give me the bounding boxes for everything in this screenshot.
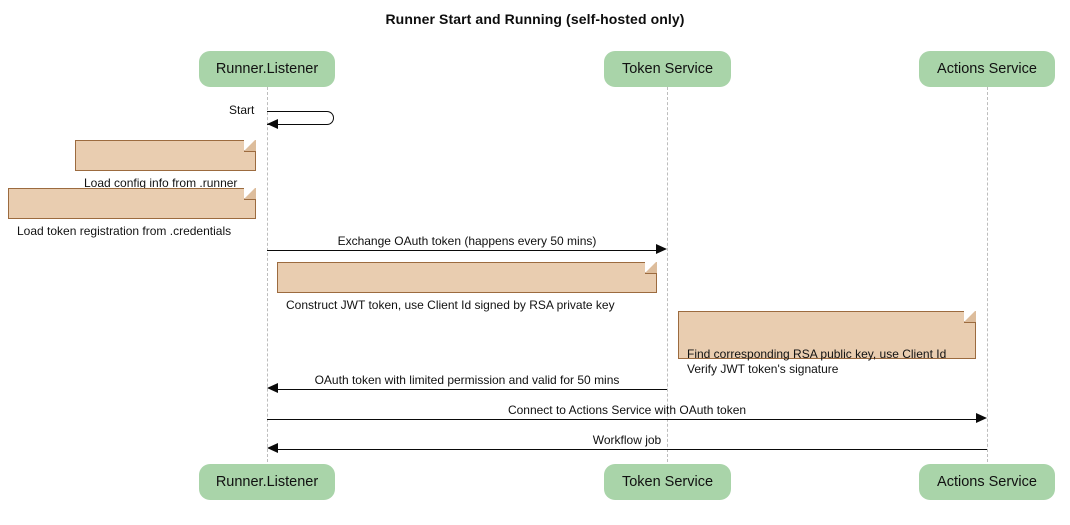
note-load-config: Load config info from .runner	[75, 139, 256, 190]
lifeline-actions-service	[987, 87, 988, 462]
participant-actions-service-top[interactable]: Actions Service	[919, 51, 1055, 87]
participant-runner-listener-bottom[interactable]: Runner.Listener	[199, 464, 335, 500]
participant-label: Actions Service	[937, 61, 1037, 77]
participant-label: Runner.Listener	[215, 474, 319, 490]
note-verify-jwt: Find corresponding RSA public key, use C…	[678, 310, 976, 376]
participant-actions-service-bottom[interactable]: Actions Service	[919, 464, 1055, 500]
message-arrowhead-connect-actions-service	[976, 413, 987, 423]
lifeline-runner-listener	[267, 87, 268, 462]
note-fold-corner-icon	[964, 310, 976, 323]
lifeline-token-service	[667, 87, 668, 462]
note-fold-corner-icon	[244, 187, 256, 200]
participant-token-service-top[interactable]: Token Service	[604, 51, 731, 87]
message-line-oauth-token-response	[278, 389, 667, 390]
self-message-arrowhead-start	[267, 119, 278, 129]
message-line-workflow-job	[278, 449, 987, 450]
self-message-loop-start	[267, 111, 334, 125]
note-text: Find corresponding RSA public key, use C…	[687, 347, 947, 376]
page-title: Runner Start and Running (self-hosted on…	[385, 11, 685, 27]
participant-label: Token Service	[621, 61, 714, 77]
note-fold-corner-icon	[244, 139, 256, 152]
participant-label: Runner.Listener	[215, 61, 319, 77]
participant-label: Token Service	[621, 474, 714, 490]
message-arrowhead-oauth-token-response	[267, 383, 278, 393]
note-text: Construct JWT token, use Client Id signe…	[286, 298, 615, 312]
message-label-connect-actions-service: Connect to Actions Service with OAuth to…	[507, 403, 747, 417]
note-construct-jwt: Construct JWT token, use Client Id signe…	[277, 261, 657, 312]
message-label-workflow-job: Workflow job	[592, 433, 662, 447]
message-line-connect-actions-service	[267, 419, 976, 420]
note-text: Load token registration from .credential…	[17, 224, 232, 238]
note-fold-corner-icon	[645, 261, 657, 274]
note-load-token-registration: Load token registration from .credential…	[8, 187, 256, 238]
message-label-exchange-oauth-token: Exchange OAuth token (happens every 50 m…	[337, 234, 597, 248]
message-line-exchange-oauth-token	[267, 250, 656, 251]
participant-runner-listener-top[interactable]: Runner.Listener	[199, 51, 335, 87]
participant-token-service-bottom[interactable]: Token Service	[604, 464, 731, 500]
participant-label: Actions Service	[937, 474, 1037, 490]
self-message-label-start: Start	[229, 103, 255, 117]
message-label-oauth-token-response: OAuth token with limited permission and …	[314, 373, 620, 387]
note-text: Load config info from .runner	[84, 176, 238, 190]
message-arrowhead-workflow-job	[267, 443, 278, 453]
message-arrowhead-exchange-oauth-token	[656, 244, 667, 254]
